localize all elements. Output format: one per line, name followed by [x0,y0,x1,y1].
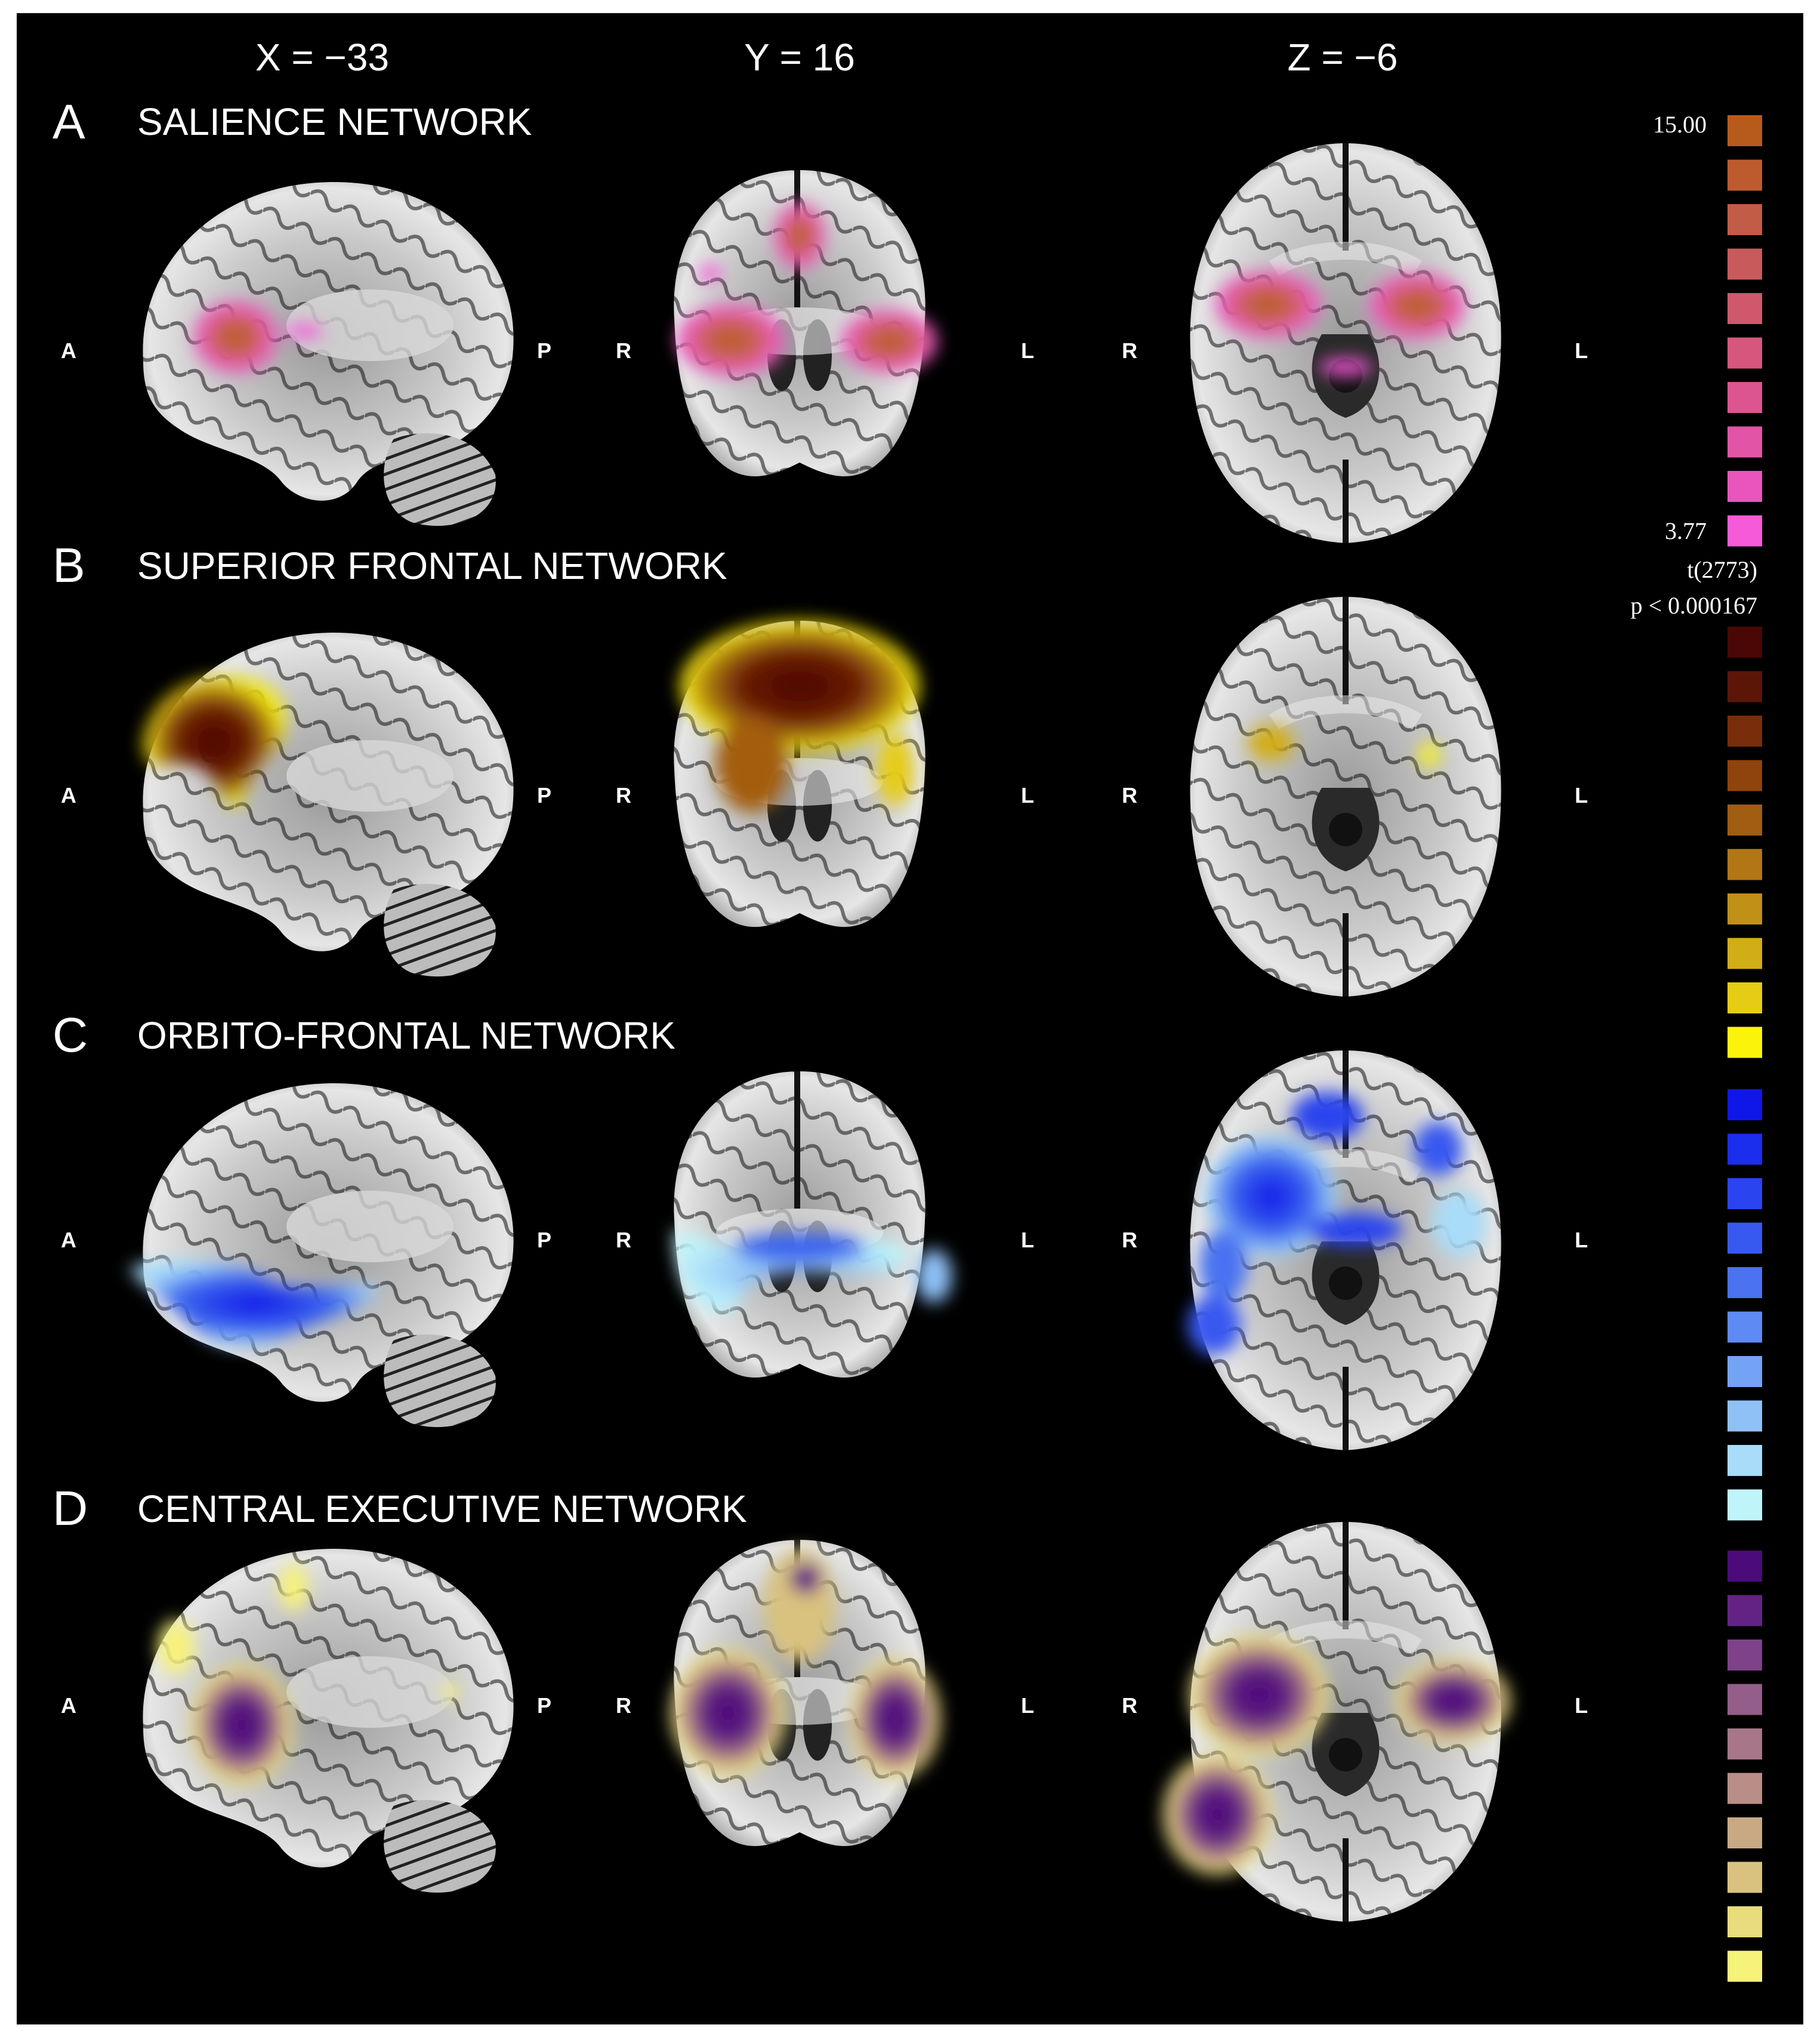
panel-b: B SUPERIOR FRONTAL NETWORK A P R L R L [53,538,1588,997]
colorbar-swatch-superior-frontal-2 [1728,671,1762,702]
colorbar-swatch-central-executive-8 [1728,1862,1762,1893]
panel-d-activation [158,1549,1510,1874]
panel-b-coronal-left-label: L [1021,783,1034,808]
panel-c-anterior-label: A [61,1228,76,1252]
colorbar-swatch-salience-7 [1728,382,1762,413]
colorbar-stat-label: t(2773) [1687,556,1757,583]
panel-a-posterior-label: P [537,338,551,363]
panel-c-letter: C [53,1008,88,1062]
colorbar-swatch-salience-3 [1728,204,1762,235]
colorbar-swatch-superior-frontal-4 [1728,760,1762,791]
colorbar-swatch-central-executive-3 [1728,1640,1762,1671]
colorbar-swatch-superior-frontal-10 [1728,1027,1762,1058]
panel-b-coronal-right-label: R [616,783,631,808]
panel-b-title: SUPERIOR FRONTAL NETWORK [137,544,727,587]
panel-c-axial-right-label: R [1122,1228,1137,1252]
panel-a-letter: A [53,95,85,149]
panel-d-coronal-left-label: L [1021,1693,1034,1718]
panel-c-activation [128,1092,1486,1355]
colorbar-swatch-superior-frontal-8 [1728,938,1762,969]
colorbar-swatch-superior-frontal-5 [1728,805,1762,836]
colorbar-swatch-orbito-frontal-10 [1728,1489,1762,1521]
colorbar-max-label: 15.00 [1653,111,1707,138]
panel-c-posterior-label: P [537,1228,551,1252]
colorbar-swatch-orbito-frontal-3 [1728,1178,1762,1209]
panel-c-coronal-right-label: R [616,1228,631,1252]
panel-a: A SALIENCE NETWORK A P R L R L [53,95,1588,543]
panel-a-coronal-right-label: R [616,338,631,363]
colorbar-swatch-central-executive-1 [1728,1551,1762,1582]
z-coordinate-label: Z = −6 [1288,36,1398,79]
colorbar-swatch-orbito-frontal-1 [1728,1089,1762,1120]
colorbar-swatch-salience-8 [1728,426,1762,458]
colorbar-swatch-central-executive-10 [1728,1950,1762,1982]
panel-d-axial-right-label: R [1122,1693,1137,1718]
colorbar-swatch-orbito-frontal-4 [1728,1222,1762,1254]
panel-b-anterior-label: A [61,783,76,808]
colorbar-swatch-orbito-frontal-9 [1728,1445,1762,1476]
colorbar-p-label: p < 0.000167 [1630,592,1757,619]
colorbar-swatch-superior-frontal-1 [1728,627,1762,658]
panel-b-axial-right-label: R [1122,783,1137,808]
panel-a-activation [194,203,1465,376]
colorbar-swatch-salience-5 [1728,293,1762,324]
y-coordinate-label: Y = 16 [744,36,855,79]
colorbar-swatch-central-executive-4 [1728,1684,1762,1715]
panel-d-posterior-label: P [537,1693,551,1718]
colorbar-swatch-central-executive-2 [1728,1595,1762,1626]
panel-a-axial-right-label: R [1122,338,1137,363]
panel-d-title: CENTRAL EXECUTIVE NETWORK [137,1487,747,1530]
panel-a-title: SALIENCE NETWORK [137,100,532,143]
colorbar-swatch-salience-6 [1728,337,1762,369]
panel-a-axial-left-label: L [1575,338,1588,363]
colorbar-swatch-superior-frontal-3 [1728,716,1762,747]
panel-a-anterior-label: A [61,338,76,363]
panel-b-axial-left-label: L [1575,783,1588,808]
colorbar-swatch-orbito-frontal-6 [1728,1311,1762,1343]
colorbar-swatch-central-executive-9 [1728,1906,1762,1937]
colorbar-swatch-salience-10 [1728,515,1762,547]
colorbar-swatch-orbito-frontal-7 [1728,1356,1762,1387]
panel-b-posterior-label: P [537,783,551,808]
colorbar-swatch-superior-frontal-7 [1728,893,1762,924]
panel-b-activation [143,621,1439,812]
colorbar-swatch-superior-frontal-6 [1728,849,1762,880]
colorbar-swatch-central-executive-5 [1728,1728,1762,1759]
colorbar-swatch-central-executive-7 [1728,1817,1762,1848]
panel-c: C ORBITO-FRONTAL NETWORK A P R L R L [53,1008,1588,1450]
panel-c-axial-left-label: L [1575,1228,1588,1252]
panel-d: D CENTRAL EXECUTIVE NETWORK A P R L R L [53,1481,1588,1922]
panel-d-anterior-label: A [61,1693,76,1718]
colorbar-swatch-salience-9 [1728,471,1762,502]
colorbar-swatch-orbito-frontal-5 [1728,1267,1762,1298]
colorbar: 15.00 3.77 t(2773) p < 0.000167 [1630,111,1762,1982]
panel-d-coronal-right-label: R [616,1693,631,1718]
colorbar-swatch-salience-2 [1728,159,1762,191]
colorbar-swatch-central-executive-6 [1728,1773,1762,1804]
x-coordinate-label: X = −33 [255,36,389,79]
panel-d-axial-left-label: L [1575,1693,1588,1718]
colorbar-swatch-salience-4 [1728,248,1762,280]
colorbar-swatch-orbito-frontal-2 [1728,1133,1762,1165]
panel-b-letter: B [53,538,85,593]
colorbar-swatch-salience-1 [1728,115,1762,146]
colorbar-swatch-superior-frontal-9 [1728,982,1762,1013]
panel-a-coronal-left-label: L [1021,338,1034,363]
colorbar-min-label: 3.77 [1665,517,1707,544]
colorbar-swatches [1728,115,1762,1982]
colorbar-swatch-orbito-frontal-8 [1728,1400,1762,1432]
panel-c-coronal-left-label: L [1021,1228,1034,1252]
panel-d-letter: D [53,1481,88,1536]
panel-c-title: ORBITO-FRONTAL NETWORK [137,1014,675,1057]
